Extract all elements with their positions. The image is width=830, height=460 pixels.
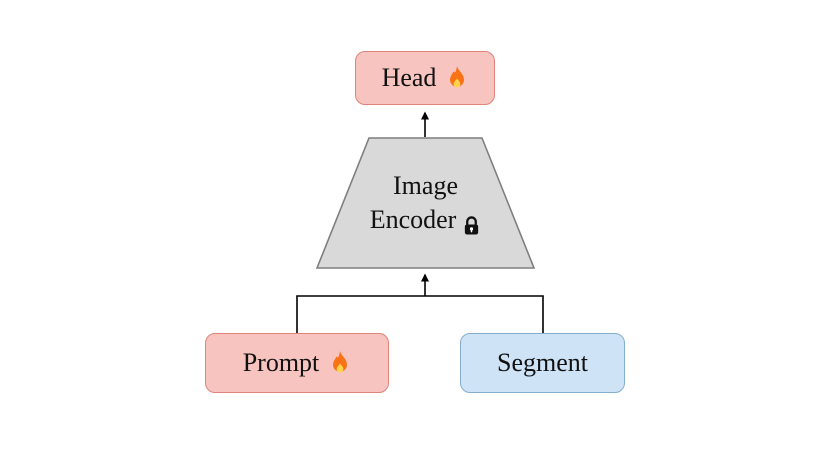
connector-prompt-segment	[296, 295, 544, 333]
node-prompt: Prompt	[205, 333, 389, 393]
node-segment-label: Segment	[497, 348, 588, 377]
image-encoder-line1: Image	[393, 170, 458, 200]
node-head-label: Head	[381, 63, 437, 92]
node-image-encoder-label: Image Encoder	[317, 138, 534, 268]
node-head: Head	[355, 51, 495, 105]
node-segment: Segment	[460, 333, 625, 393]
fire-icon	[329, 350, 351, 376]
node-prompt-label: Prompt	[242, 348, 320, 377]
image-encoder-line2: Encoder	[369, 205, 457, 234]
fire-icon	[446, 65, 468, 91]
lock-icon	[462, 215, 481, 237]
